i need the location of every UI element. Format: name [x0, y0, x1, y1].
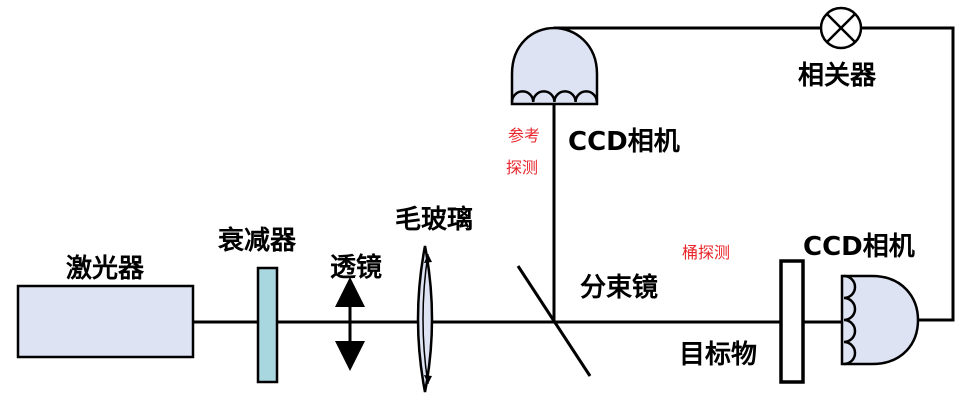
- cross-circle-icon: [819, 6, 863, 50]
- wire-correlator-to-bucket: [862, 26, 955, 322]
- bucket-ccd-camera: [840, 274, 920, 366]
- laser-label: 激光器: [66, 253, 145, 284]
- reference-detection-annotation-line1: 参考: [508, 126, 540, 145]
- attenuator-plate: [256, 266, 279, 384]
- bucket-detection-annotation: 桶探测: [682, 243, 730, 262]
- correlator-label: 相关器: [798, 61, 877, 91]
- lens-label: 透镜: [330, 252, 382, 283]
- laser-box: [16, 284, 195, 359]
- reference-ccd-camera: [510, 26, 599, 106]
- target-object: [779, 259, 805, 384]
- attenuator-label: 衰减器: [217, 225, 297, 256]
- bucket-ccd-label: CCD相机: [803, 232, 915, 262]
- beam-splitter-label: 分束镜: [580, 272, 658, 303]
- target-label: 目标物: [679, 340, 757, 370]
- reference-detection-annotation-line2: 探测: [506, 158, 538, 177]
- ground-glass: [416, 245, 434, 393]
- ground-glass-label: 毛玻璃: [395, 204, 473, 235]
- reference-ccd-label: CCD相机: [568, 127, 680, 157]
- beam-splitter: [516, 265, 592, 377]
